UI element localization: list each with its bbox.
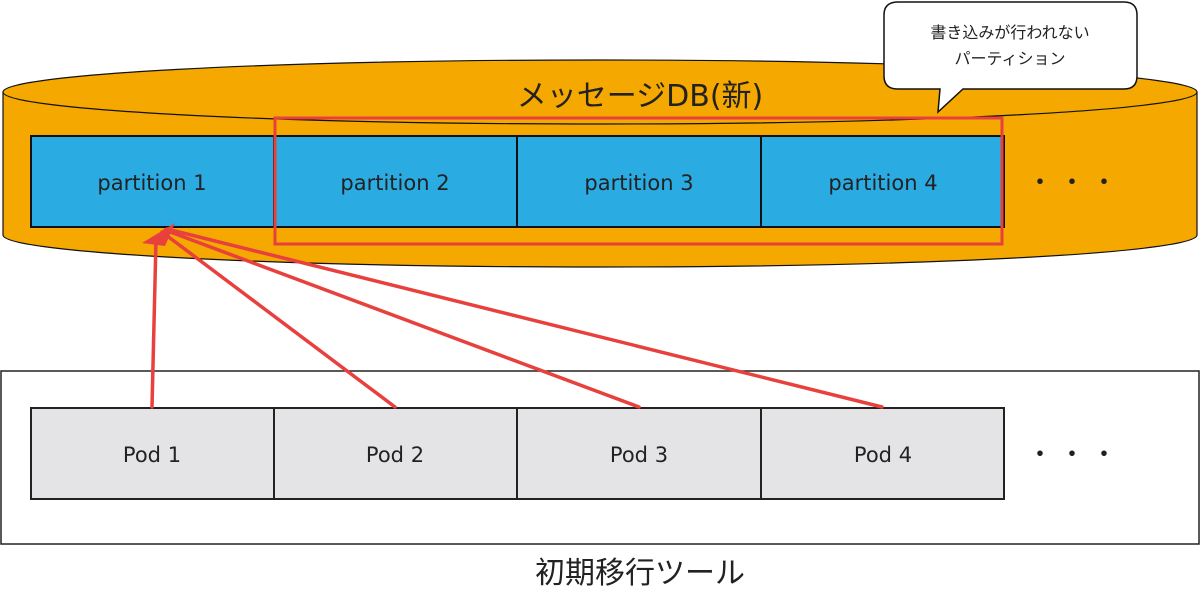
pod-box-4 — [760, 407, 1005, 500]
callout-line-1: 書き込みが行われない — [930, 23, 1089, 42]
arrow-pod2-to-partition1 — [160, 230, 397, 409]
database-title: メッセージDB(新) — [517, 79, 764, 114]
partition-row: partition 1 partition 2 partition 3 part… — [30, 135, 1123, 228]
pod-more: ・・・ — [1027, 440, 1123, 470]
callout-line-2: パーティション — [954, 49, 1065, 68]
partition-box-1 — [30, 135, 275, 228]
partition-more: ・・・ — [1027, 168, 1123, 198]
partition-box-4 — [760, 135, 1005, 228]
pod-label: Pod 3 — [610, 443, 668, 467]
partition-label: partition 4 — [828, 171, 937, 195]
pod-label: Pod 2 — [366, 443, 424, 467]
arrow-pod1-to-partition1 — [150, 238, 158, 409]
callout-bubble: 書き込みが行われない パーティション — [883, 1, 1138, 114]
pod-box-2 — [273, 407, 518, 500]
callout-shape — [883, 1, 1138, 114]
arrow-pod3-to-partition1 — [163, 228, 641, 409]
pod-box-3 — [516, 407, 762, 500]
tool-title: 初期移行ツール — [535, 556, 745, 591]
arrowhead-icon — [142, 223, 175, 246]
pod-label: Pod 4 — [854, 443, 912, 467]
partition-box-2 — [273, 135, 518, 228]
arrow-pod4-to-partition1 — [165, 227, 884, 409]
partition-box-3 — [516, 135, 762, 228]
partition-label: partition 3 — [584, 171, 693, 195]
pod-label: Pod 1 — [123, 443, 181, 467]
unwritten-partitions-highlight — [273, 116, 1004, 246]
write-arrows — [150, 227, 884, 409]
pod-box-1 — [30, 407, 275, 500]
pod-row: Pod 1 Pod 2 Pod 3 Pod 4 ・・・ — [30, 407, 1123, 500]
partition-label: partition 2 — [340, 171, 449, 195]
partition-label: partition 1 — [97, 171, 206, 195]
